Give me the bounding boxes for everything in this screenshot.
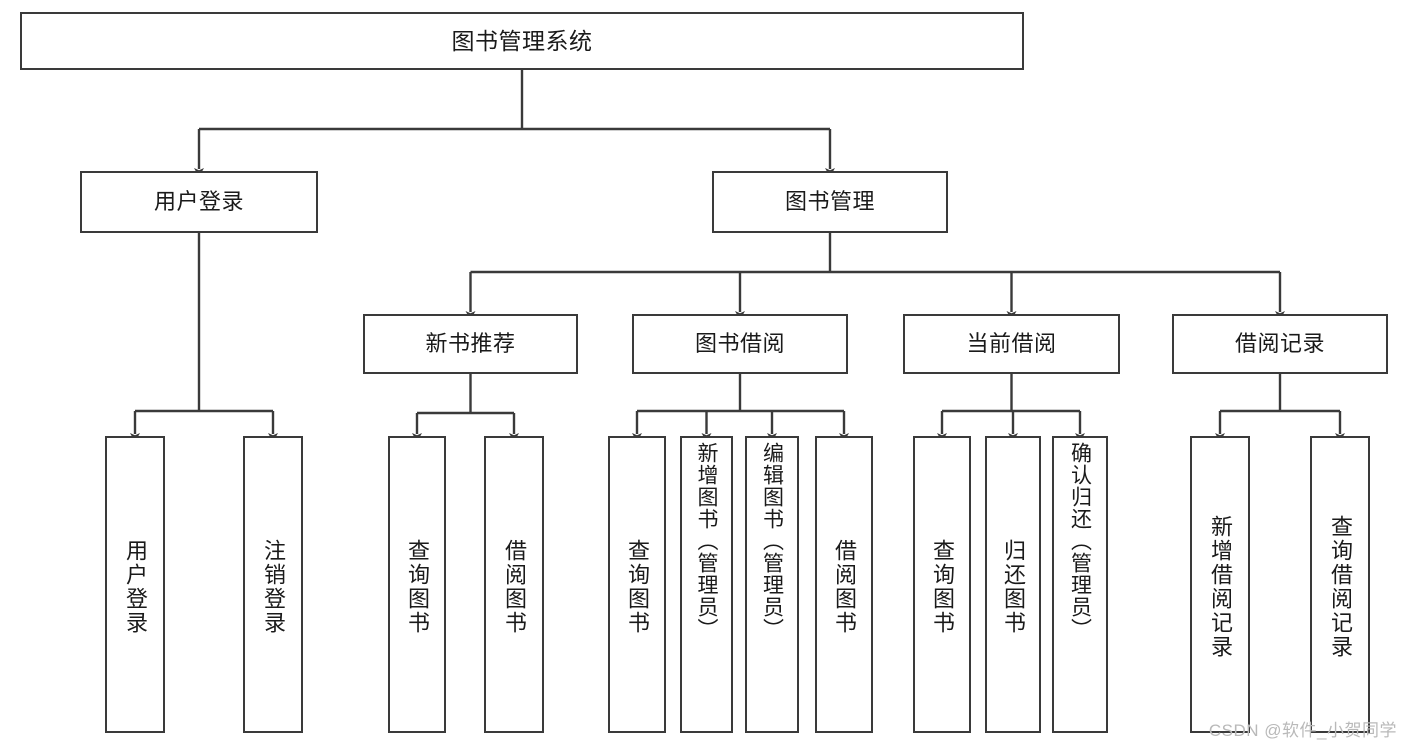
node-borrow[interactable]: 图书借阅 (632, 314, 848, 374)
node-records[interactable]: 借阅记录 (1172, 314, 1388, 374)
node-c-confirm[interactable]: 确认归还（管理员） (1052, 436, 1108, 733)
edge-layer (130, 70, 1345, 442)
node-label-b-lend: 借阅图书 (832, 538, 857, 635)
node-c-query[interactable]: 查询图书 (913, 436, 971, 733)
node-label-login: 用户登录 (153, 189, 244, 215)
node-b-edit[interactable]: 编辑图书（管理员） (745, 436, 799, 733)
node-r-add[interactable]: 新增借阅记录 (1190, 436, 1250, 733)
node-label-b-edit: 编辑图书（管理员） (760, 442, 784, 640)
node-l-logout[interactable]: 注销登录 (243, 436, 303, 733)
node-label-b-add: 新增图书（管理员） (695, 442, 718, 640)
watermark-label: CSDN @软件_小贺同学 (1208, 721, 1397, 740)
node-label-n-borrow: 借阅图书 (502, 538, 527, 635)
node-label-c-return: 归还图书 (1001, 538, 1026, 635)
node-label-c-query: 查询图书 (930, 538, 955, 635)
node-label-l-logout: 注销登录 (261, 538, 286, 635)
node-root[interactable]: 图书管理系统 (20, 12, 1024, 70)
node-label-b-query: 查询图书 (625, 538, 650, 635)
node-label-r-query: 查询借阅记录 (1328, 514, 1353, 659)
node-r-query[interactable]: 查询借阅记录 (1310, 436, 1370, 733)
node-label-bookmgmt: 图书管理 (784, 189, 875, 215)
node-current[interactable]: 当前借阅 (903, 314, 1120, 374)
node-login[interactable]: 用户登录 (80, 171, 318, 233)
node-n-query[interactable]: 查询图书 (388, 436, 446, 733)
node-l-login[interactable]: 用户登录 (105, 436, 165, 733)
node-label-r-add: 新增借阅记录 (1208, 514, 1233, 659)
node-label-l-login: 用户登录 (123, 538, 148, 635)
node-label-records: 借阅记录 (1234, 331, 1325, 357)
node-n-borrow[interactable]: 借阅图书 (484, 436, 544, 733)
node-label-borrow: 图书借阅 (694, 331, 785, 357)
node-c-return[interactable]: 归还图书 (985, 436, 1041, 733)
node-label-newbook: 新书推荐 (425, 331, 516, 357)
node-label-c-confirm: 确认归还（管理员） (1068, 442, 1092, 640)
node-bookmgmt[interactable]: 图书管理 (712, 171, 948, 233)
node-label-root: 图书管理系统 (451, 27, 593, 54)
node-label-n-query: 查询图书 (405, 538, 430, 635)
node-b-lend[interactable]: 借阅图书 (815, 436, 873, 733)
node-newbook[interactable]: 新书推荐 (363, 314, 578, 374)
node-b-query[interactable]: 查询图书 (608, 436, 666, 733)
node-b-add[interactable]: 新增图书（管理员） (680, 436, 733, 733)
node-label-current: 当前借阅 (966, 331, 1057, 357)
